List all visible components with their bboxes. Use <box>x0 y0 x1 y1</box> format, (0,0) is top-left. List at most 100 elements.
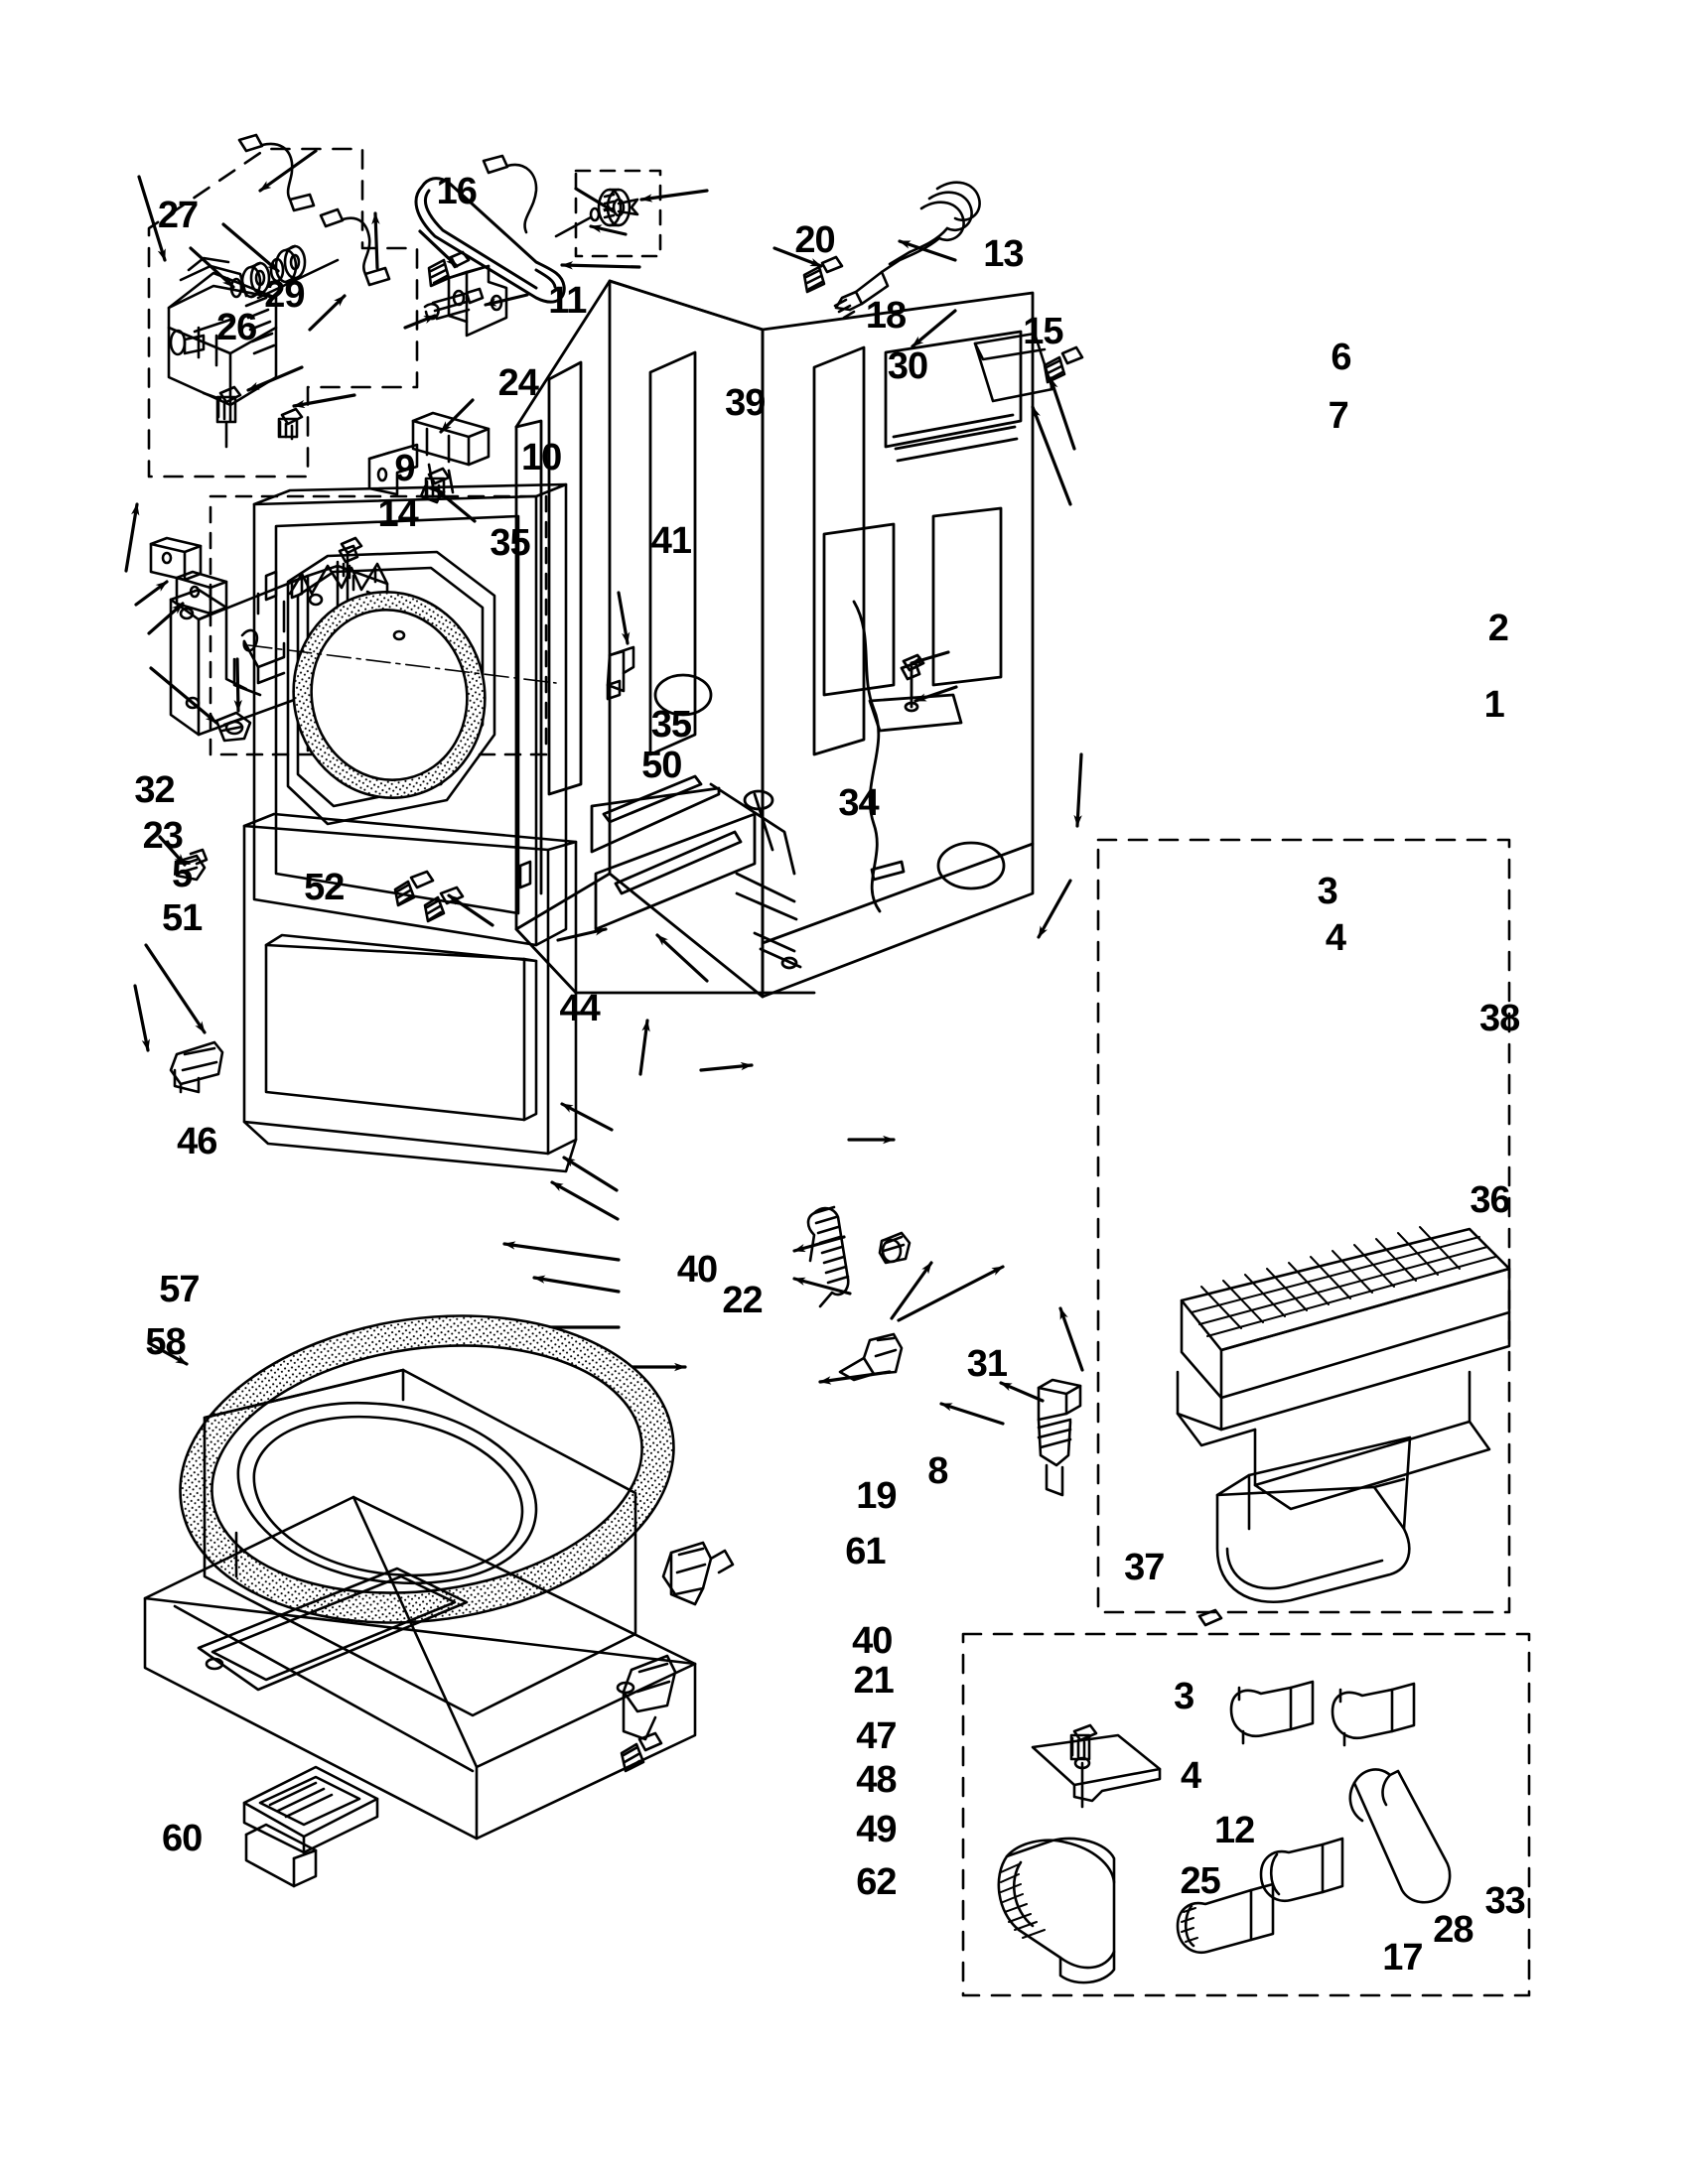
spring-10 <box>423 287 485 321</box>
switch-23 <box>149 536 203 582</box>
callout-24: 24 <box>497 362 539 405</box>
callout-11: 11 <box>548 279 587 322</box>
screw-11 <box>427 250 471 288</box>
callout-28: 28 <box>1433 1909 1474 1952</box>
callout-50: 50 <box>641 745 682 787</box>
callout-23: 23 <box>142 814 184 857</box>
clip-34 <box>606 645 635 701</box>
callout-31: 31 <box>966 1342 1008 1385</box>
callout-3-lower: 3 <box>1174 1676 1194 1718</box>
callout-13: 13 <box>983 232 1024 275</box>
power-cord-6 <box>833 181 981 320</box>
rear-access-panel <box>973 332 1084 403</box>
grommet-31 <box>878 1231 912 1265</box>
callout-62: 62 <box>856 1861 897 1904</box>
callout-9: 9 <box>394 447 415 489</box>
blower-housing-37 <box>1215 1435 1412 1603</box>
callout-5: 5 <box>172 854 193 896</box>
wire-harness-long <box>482 154 538 234</box>
callout-36: 36 <box>1470 1178 1510 1221</box>
callout-38: 38 <box>1479 997 1520 1039</box>
callout-33: 33 <box>1484 1880 1526 1923</box>
callout-8: 8 <box>927 1450 948 1493</box>
callout-4-upper: 4 <box>1325 916 1346 959</box>
callout-35-upper: 35 <box>490 522 530 565</box>
idler-pulley-20 <box>554 188 639 238</box>
vent-duct-33 <box>1348 1768 1452 1904</box>
blower-group-boundary <box>1096 838 1511 1614</box>
callout-21: 21 <box>853 1659 895 1702</box>
vent-pipe-17 <box>1176 1882 1275 1955</box>
callout-32: 32 <box>134 769 175 812</box>
callout-1: 1 <box>1483 683 1505 726</box>
callout-30: 30 <box>887 344 928 387</box>
leader-lines <box>124 149 1084 1426</box>
callout-2: 2 <box>1487 607 1509 649</box>
clip-19 <box>838 1332 904 1382</box>
callout-47: 47 <box>856 1715 897 1757</box>
drum-felt-seal-57 <box>179 1314 675 1624</box>
vent-coupler-28 <box>1259 1837 1344 1903</box>
pulley-group-boundary <box>574 169 662 258</box>
callout-40-upper: 40 <box>676 1248 718 1291</box>
lower-front-panel-61 <box>242 812 578 1173</box>
callout-7: 7 <box>1328 395 1349 438</box>
callout-60: 60 <box>161 1818 203 1860</box>
cabinet-shell-7 <box>514 279 1035 999</box>
screws-40a <box>393 870 465 923</box>
callout-57: 57 <box>159 1269 200 1311</box>
callout-58: 58 <box>145 1320 186 1363</box>
grommet-51 <box>214 711 252 743</box>
callout-25: 25 <box>1180 1859 1221 1902</box>
callout-41: 41 <box>650 519 692 562</box>
callout-35-lower: 35 <box>650 704 692 747</box>
callout-26: 26 <box>216 307 257 348</box>
switch-5 <box>175 570 228 615</box>
base-pan-49 <box>143 1495 697 1841</box>
leveling-leg-8 <box>1037 1378 1082 1497</box>
callout-18: 18 <box>865 294 907 337</box>
callout-3-upper: 3 <box>1317 870 1338 912</box>
screw-15 <box>802 255 844 294</box>
bracket-47 <box>622 1654 677 1741</box>
wire-harness-24 <box>319 207 391 287</box>
callout-48: 48 <box>856 1759 897 1801</box>
callout-27: 27 <box>157 195 199 237</box>
callout-61: 61 <box>845 1531 886 1573</box>
bracket-group-boundary <box>209 494 548 756</box>
wire-harness-16 <box>237 133 316 212</box>
screw-35a <box>277 407 304 441</box>
callout-15: 15 <box>1023 311 1063 353</box>
callout-19: 19 <box>856 1475 897 1517</box>
screw-35b <box>424 467 451 500</box>
callout-20: 20 <box>794 219 835 261</box>
callout-40-lower: 40 <box>852 1619 893 1662</box>
thermostat-41 <box>411 411 491 504</box>
screw-48 <box>620 1731 663 1773</box>
callout-6: 6 <box>1331 337 1351 379</box>
spring-22 <box>806 1205 850 1308</box>
bracket-47-21 <box>661 1541 735 1606</box>
callout-17: 17 <box>1382 1936 1423 1979</box>
vent-plate-3b-hardware <box>1197 1608 1223 1627</box>
callout-12: 12 <box>1213 1809 1255 1851</box>
callout-44: 44 <box>559 988 601 1030</box>
motor-pulley-set <box>229 244 340 300</box>
clip-46 <box>175 848 209 882</box>
vent-group-boundary <box>961 1632 1531 1997</box>
vent-clamps-12 <box>1229 1680 1416 1747</box>
motor-group-boundary <box>147 147 419 478</box>
callout-49: 49 <box>856 1808 897 1850</box>
clip-58 <box>169 1040 224 1098</box>
callout-52: 52 <box>304 866 345 908</box>
callout-46: 46 <box>177 1120 217 1162</box>
callout-34: 34 <box>838 781 879 824</box>
front-panel-44 <box>247 482 568 947</box>
callout-10: 10 <box>521 436 562 478</box>
screw-14 <box>215 385 242 449</box>
callout-22: 22 <box>722 1280 763 1322</box>
callout-39: 39 <box>725 381 766 424</box>
vent-elbow-25 <box>997 1837 1116 1984</box>
